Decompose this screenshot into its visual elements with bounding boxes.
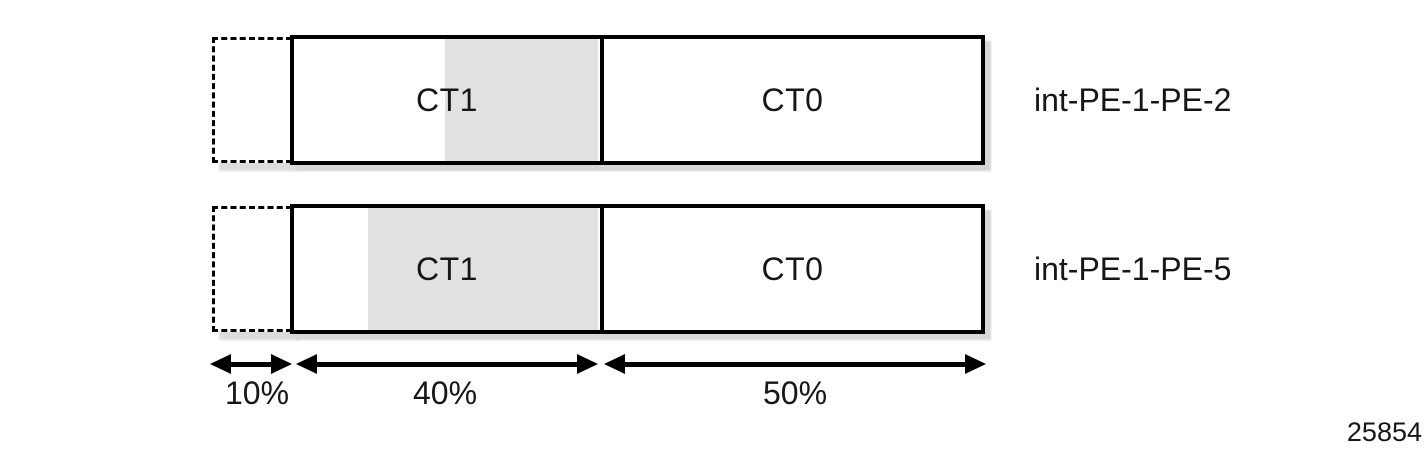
segment-ct0-label: CT0 — [761, 250, 824, 287]
segment-divider — [600, 208, 604, 330]
segment-ct1-label: CT1 — [416, 250, 478, 287]
percent-label-40: 40% — [412, 375, 478, 411]
percent-label-10: 10% — [224, 375, 290, 411]
interface-label-pe2: int-PE-1-PE-2 — [1034, 82, 1232, 118]
percent-label-50: 50% — [762, 375, 828, 411]
usage-shading — [445, 39, 598, 161]
interface-label-pe5: int-PE-1-PE-5 — [1034, 251, 1232, 287]
segment-divider — [600, 39, 604, 161]
scale-arrow-50pct — [604, 354, 986, 374]
segment-ct0-label: CT0 — [761, 81, 824, 118]
reserved-bandwidth-dashed-box — [212, 37, 292, 163]
scale-arrow-40pct — [296, 354, 598, 374]
segment-ct1-label: CT1 — [416, 81, 478, 118]
segment-ct1: CT1 — [294, 39, 600, 161]
usage-shading — [368, 208, 598, 330]
scale-arrow-10pct — [210, 354, 292, 374]
bandwidth-bar-pe5: CT1 CT0 — [290, 204, 985, 334]
bandwidth-bar-pe2: CT1 CT0 — [290, 35, 985, 165]
figure-number: 25854 — [1346, 417, 1422, 447]
segment-ct1: CT1 — [294, 208, 600, 330]
reserved-bandwidth-dashed-box — [212, 206, 292, 332]
segment-ct0: CT0 — [604, 208, 981, 330]
segment-ct0: CT0 — [604, 39, 981, 161]
